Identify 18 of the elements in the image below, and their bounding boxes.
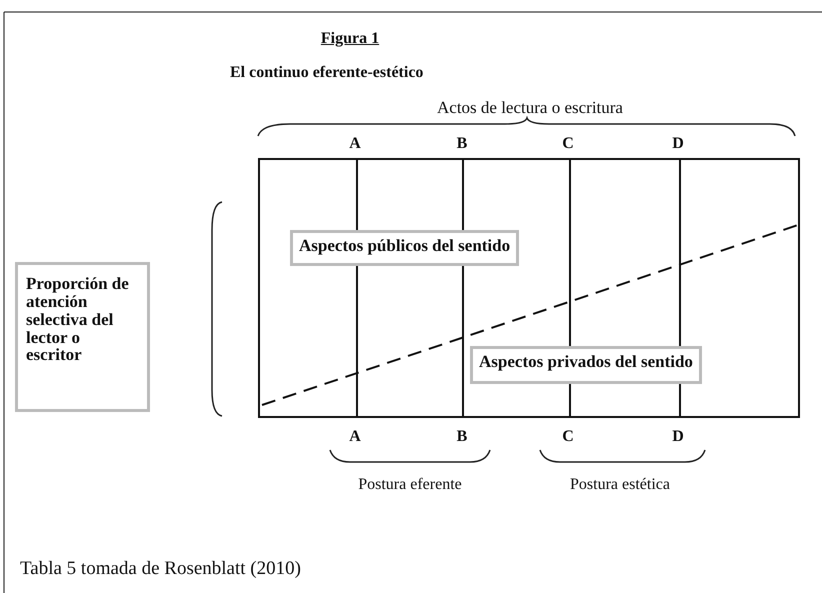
text-box: Aspectos privados del sentido (470, 346, 702, 384)
column-letter: A (348, 428, 362, 446)
text-box: Proporción de atención selectiva del lector o escritor (15, 262, 150, 412)
column-letter: D (671, 428, 685, 446)
column-letter: B (456, 428, 468, 446)
figure-title: Figura 1 (320, 30, 380, 48)
stance-label: Postura eferente (357, 476, 463, 494)
column-letter: A (348, 135, 362, 153)
column-letter: C (561, 135, 575, 153)
column-letter: C (561, 428, 575, 446)
stance-label: Postura estética (569, 476, 671, 494)
caption: Tabla 5 tomada de Rosenblatt (2010) (20, 558, 302, 580)
column-letter: B (456, 135, 468, 153)
chart-frame (258, 158, 800, 418)
figure-subtitle: El continuo eferente-estético (230, 64, 424, 82)
column-letter: D (671, 135, 685, 153)
axis-title: Actos de lectura o escritura (436, 98, 624, 118)
text-box: Aspectos públicos del sentido (290, 230, 520, 266)
